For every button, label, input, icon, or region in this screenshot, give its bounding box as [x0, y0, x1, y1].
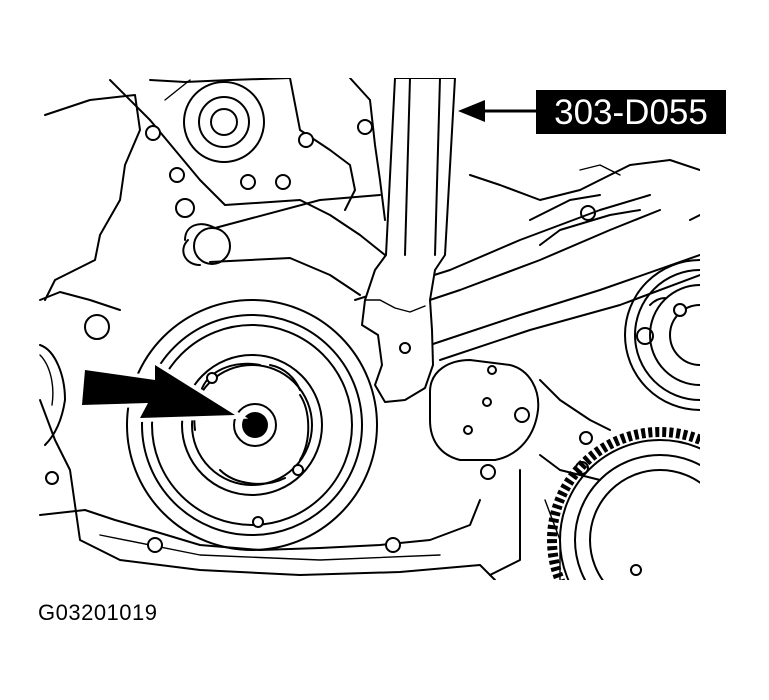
belt-tensioner: [429, 359, 540, 461]
holding-tool-303-D055: [361, 78, 456, 403]
tool-callout: 303-D055: [536, 90, 726, 134]
upper-bolts: [145, 119, 373, 218]
alternator-pulley: [624, 259, 700, 411]
upper-pulley: [183, 81, 265, 163]
crankshaft-damper: [126, 299, 378, 551]
engine-linework: [39, 78, 700, 580]
tool-callout-label: 303-D055: [554, 93, 708, 132]
lower-right-gear: [547, 427, 700, 580]
crankshaft-bolt: [233, 403, 277, 447]
leader-arrow-icon: [458, 100, 543, 122]
bold-pointer-arrow-icon: [77, 357, 249, 423]
figure-id: G03201019: [38, 600, 158, 625]
